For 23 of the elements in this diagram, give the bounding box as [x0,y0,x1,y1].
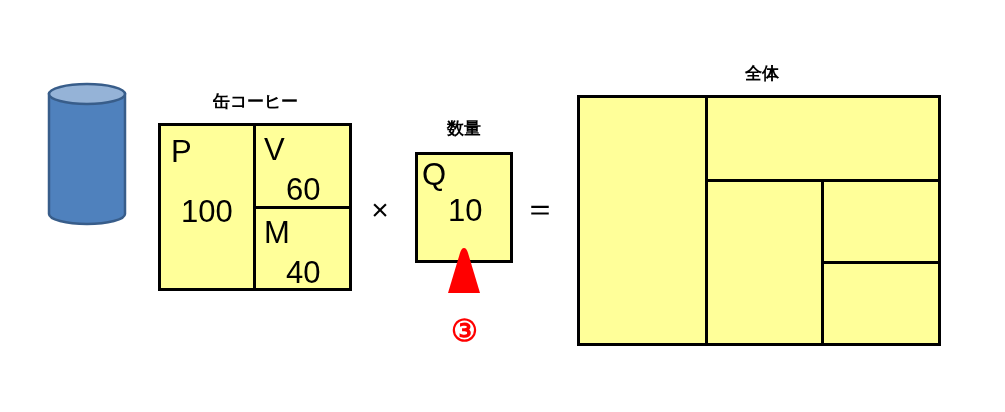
area-cell [824,264,941,346]
variable-letter: M [264,217,290,248]
callout-number: ③ [450,316,478,346]
multiply-sign: × [371,195,389,225]
area-cell [708,182,824,346]
value-cell [158,123,256,291]
value-cell [256,209,352,291]
value-cell [256,123,352,209]
variable-letter: P [171,136,192,167]
value-number: 100 [181,196,233,227]
area-cell [824,182,941,264]
heading: 缶コーヒー [212,90,298,113]
value-number: 40 [286,257,321,288]
heading: 数量 [447,117,481,140]
variable-letter: V [264,134,285,165]
value-number: 10 [448,195,483,226]
cylinder-drawing [47,82,127,226]
value-number: 60 [286,174,321,205]
area-cell [577,95,708,346]
equals-sign: ＝ [523,191,557,225]
heading: 全体 [745,62,779,85]
area-cell [708,95,941,182]
variable-letter: Q [422,159,447,190]
